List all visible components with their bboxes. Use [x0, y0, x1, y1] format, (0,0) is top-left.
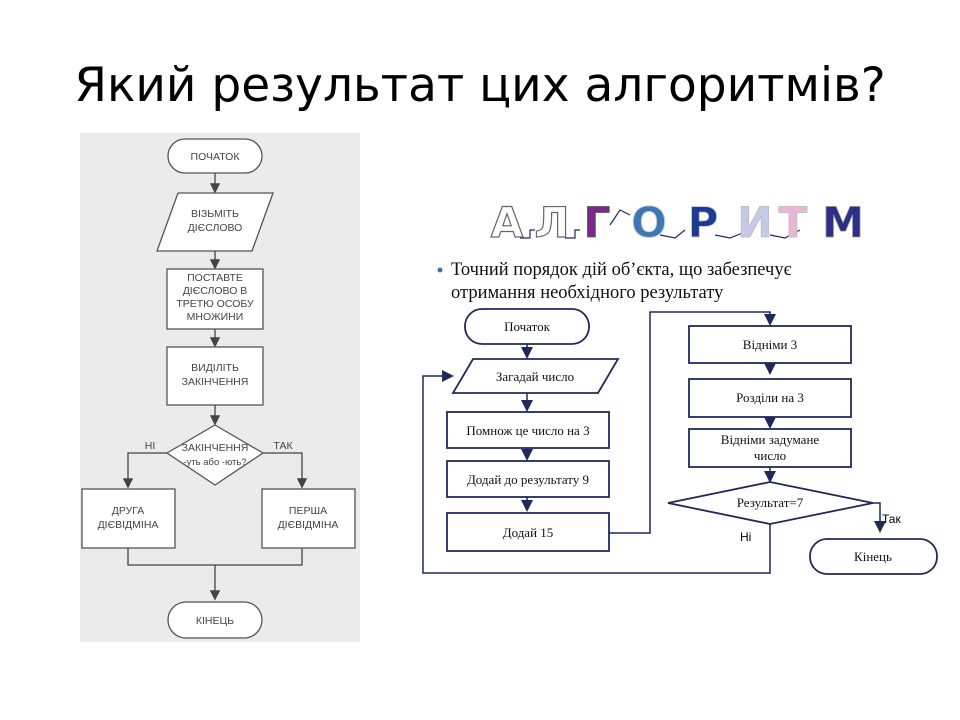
second-conjugation-box: [81, 488, 176, 549]
right-box-line-2: ДІЄВІДМІНА: [278, 519, 339, 531]
process-ending: [166, 346, 264, 406]
letter-a: А: [491, 198, 524, 247]
no-label: Ні: [740, 530, 751, 544]
decision-diamond: [667, 481, 874, 525]
step1-line-2: ДІЄСЛОВО В: [183, 285, 248, 297]
definition-line-1: Точний порядок дій об’єкта, що забезпечу…: [451, 260, 792, 280]
process-third-person: [166, 268, 264, 330]
start-label: ПОЧАТОК: [191, 151, 241, 163]
end-terminal: [167, 601, 263, 639]
banner-connector: [609, 209, 631, 226]
left-box-line-2: ДІЄВІДМІНА: [98, 519, 159, 531]
step-subtract-number-line-2: число: [754, 448, 786, 463]
yes-label: Так: [882, 512, 901, 526]
connector-yes: [873, 502, 886, 533]
letter-g: Г: [584, 198, 611, 247]
decision-diamond: [165, 424, 265, 486]
left-flowchart-svg: ПОЧАТОК ВІЗЬМІТЬ ДІЄСЛОВО ПОСТАВТЕ ДІЄСЛ…: [81, 138, 356, 639]
step1-line-1: ПОСТАВТЕ: [187, 272, 243, 284]
yes-label: ТАК: [273, 440, 293, 452]
input-label-1: ВІЗЬМІТЬ: [191, 208, 239, 220]
end-label: КІНЕЦЬ: [196, 615, 234, 627]
letter-o: О: [631, 198, 667, 247]
step-divide3-label: Розділи на 3: [736, 390, 804, 405]
first-conjugation-box: [261, 488, 356, 549]
letter-y: И: [737, 198, 772, 247]
step-multiply-label: Помнож це число на 3: [466, 423, 589, 438]
algorithm-word-banner: А Л Г О Р И Т М: [490, 197, 864, 247]
process-add-9: [446, 460, 610, 498]
process-subtract-3: [688, 325, 852, 364]
letter-r: Р: [688, 198, 719, 247]
slide-title: Який результат цих алгоритмів?: [74, 58, 886, 113]
process-multiply: [446, 411, 610, 449]
merge-line: [127, 548, 303, 566]
input-label: Загадай число: [496, 369, 574, 384]
step-subtract3-label: Відніми 3: [743, 337, 797, 352]
process-subtract-number: [688, 428, 852, 468]
letter-l: Л: [535, 198, 570, 247]
banner-connector: [769, 229, 801, 239]
step1-line-4: МНОЖИНИ: [187, 311, 244, 323]
banner-connector: [565, 229, 580, 239]
connector-yes: [263, 452, 308, 489]
input-label-2: ДІЄСЛОВО: [188, 222, 243, 234]
banner-connector: [520, 229, 535, 239]
right-flowchart-svg: А Л Г О Р И Т М Точний порядок дій об’єк…: [422, 197, 938, 575]
start-terminal: [464, 308, 590, 345]
connector-no-loop: [422, 370, 771, 574]
decision-line-1: ЗАКІНЧЕННЯ: [182, 442, 249, 454]
verb-conjugation-flowchart: ПОЧАТОК ВІЗЬМІТЬ ДІЄСЛОВО ПОСТАВТЕ ДІЄСЛ…: [80, 133, 360, 642]
end-label: Кінець: [854, 549, 892, 564]
process-divide-3: [688, 378, 852, 418]
step-subtract-number-line-1: Відніми задумане: [721, 432, 820, 447]
step1-line-3: ТРЕТЮ ОСОБУ: [176, 298, 254, 310]
letter-m: М: [822, 198, 864, 247]
connector-to-right-column: [609, 311, 776, 534]
step-add15-label: Додай 15: [503, 525, 554, 540]
start-terminal: [167, 138, 263, 174]
step2-line-2: ЗАКІНЧЕННЯ: [182, 376, 249, 388]
banner-connector: [659, 229, 686, 239]
step-add9-label: Додай до результату 9: [467, 472, 589, 487]
process-add-15: [446, 512, 610, 552]
bullet-dot: [437, 267, 443, 273]
connector-no: [122, 452, 167, 489]
end-terminal: [809, 538, 938, 575]
no-label: НІ: [145, 440, 156, 452]
input-parallelogram: [451, 358, 620, 394]
letter-t: Т: [779, 198, 808, 247]
decision-label: Результат=7: [737, 495, 804, 510]
right-box-line-1: ПЕРША: [289, 505, 327, 517]
left-box-line-1: ДРУГА: [112, 505, 145, 517]
start-label: Початок: [504, 319, 551, 334]
input-parallelogram: [156, 192, 274, 252]
number-trick-panel: А Л Г О Р И Т М Точний порядок дій об’єк…: [415, 190, 955, 590]
decision-line-2: -уть або -ють?: [183, 457, 246, 468]
definition-line-2: отримання необхідного результату: [451, 283, 724, 303]
banner-connector: [714, 231, 746, 239]
step2-line-1: ВИДІЛІТЬ: [191, 362, 239, 374]
